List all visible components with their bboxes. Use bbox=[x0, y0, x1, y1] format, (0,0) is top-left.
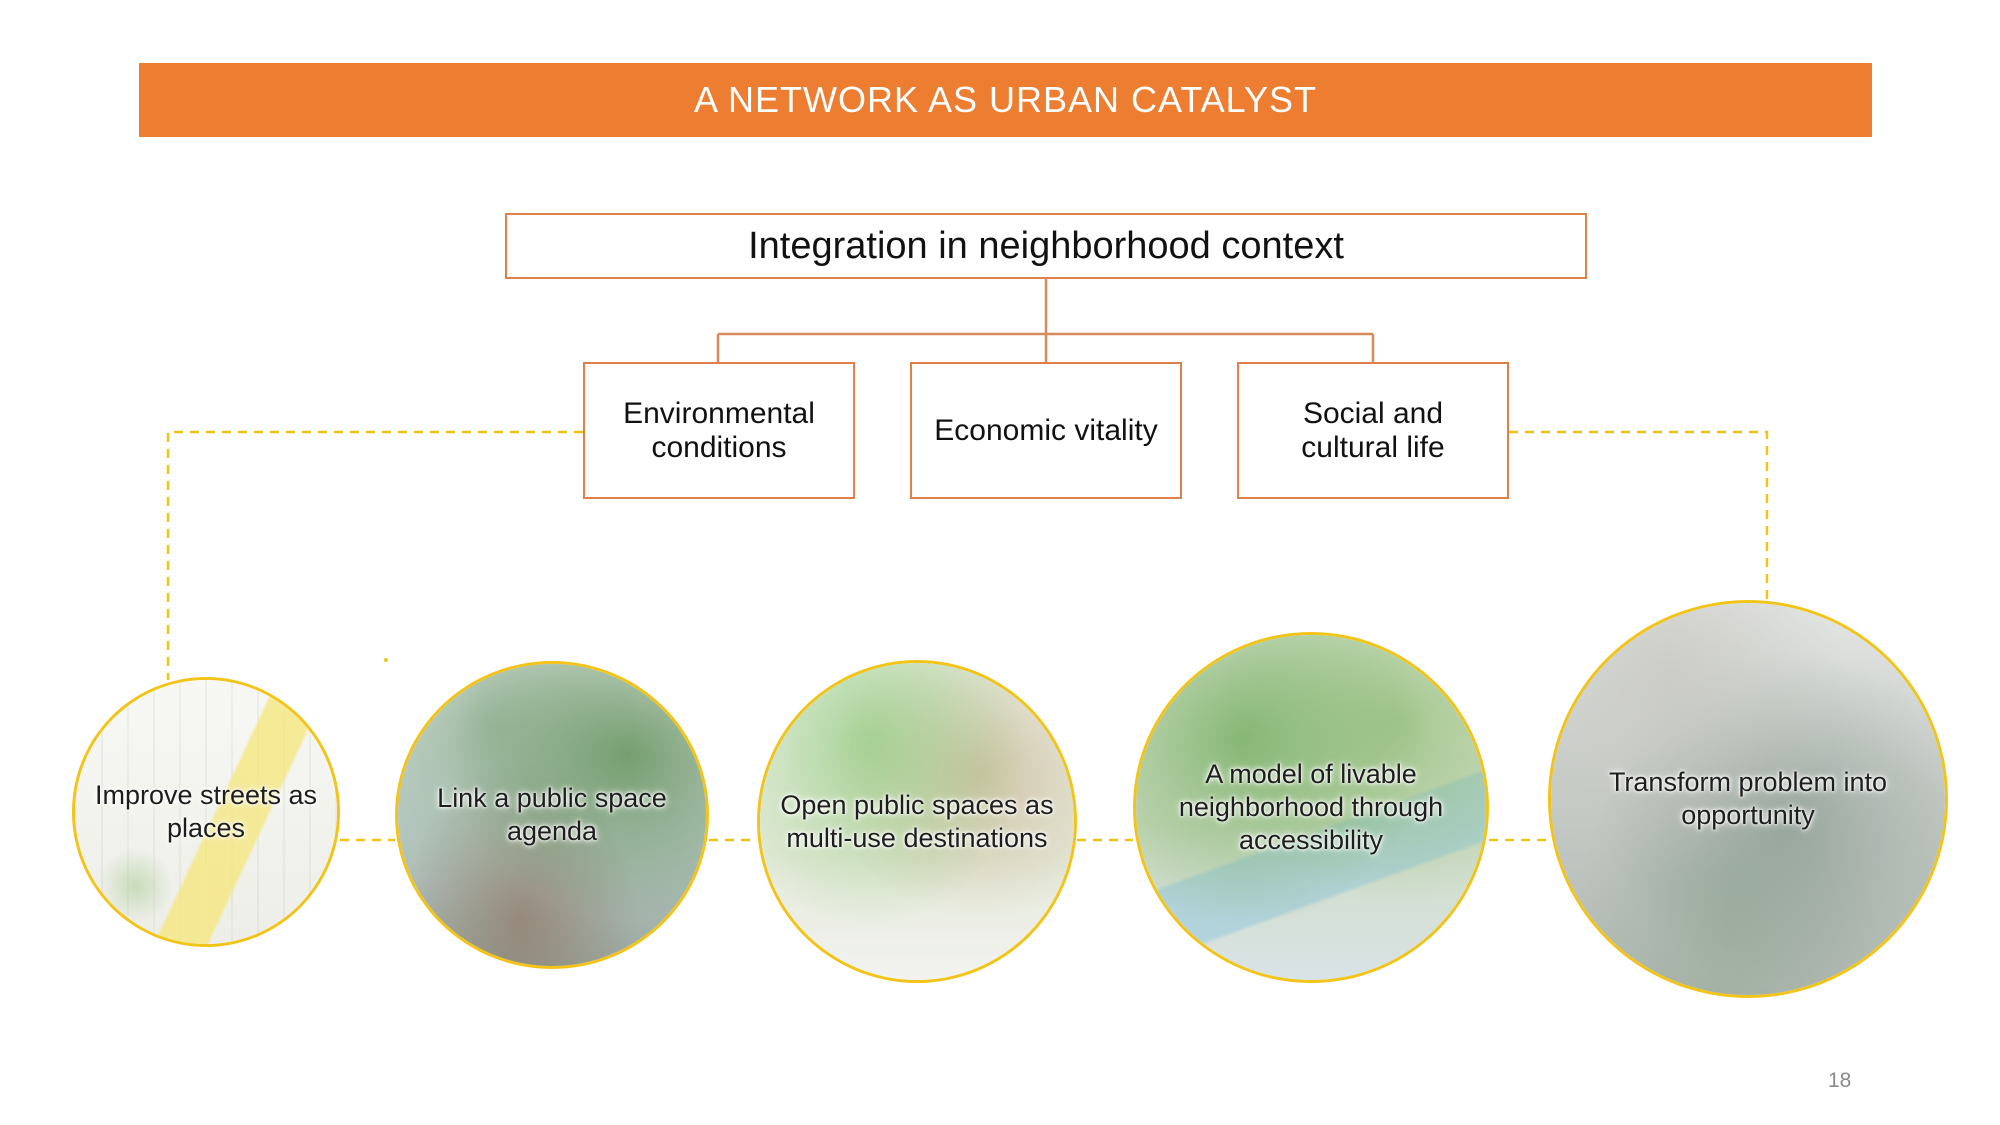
streets-illustration bbox=[75, 680, 337, 944]
strategy-circle-open-spaces: Open public spaces as multi-use destinat… bbox=[757, 660, 1077, 983]
strategy-circle-transform: Transform problem into opportunity bbox=[1548, 600, 1948, 998]
strategy-label: Open public spaces as multi-use destinat… bbox=[780, 789, 1054, 853]
pillar-environmental: Environmental conditions bbox=[583, 362, 855, 499]
slide-title: A NETWORK AS URBAN CATALYST bbox=[693, 79, 1318, 120]
strategy-label: A model of livable neighborhood through … bbox=[1178, 759, 1444, 855]
stray-dot bbox=[384, 658, 388, 662]
dashed-link-right bbox=[1509, 430, 1769, 602]
public-space-photo bbox=[398, 664, 706, 966]
root-box: Integration in neighborhood context bbox=[505, 213, 1587, 279]
cityscape-photo bbox=[1551, 603, 1945, 995]
dashed-link-left bbox=[166, 430, 583, 680]
pillar-label: Environmental conditions bbox=[623, 396, 815, 464]
strategy-circle-streets: Improve streets as places bbox=[72, 677, 340, 947]
strategy-label: Transform problem into opportunity bbox=[1608, 767, 1888, 830]
open-spaces-illustration bbox=[760, 663, 1074, 980]
strategy-label: Improve streets as places bbox=[94, 780, 318, 843]
strategy-circle-public-space: Link a public space agenda bbox=[395, 661, 709, 969]
pillar-label: Social and cultural life bbox=[1301, 396, 1445, 464]
pillar-label: Economic vitality bbox=[934, 413, 1158, 447]
title-banner: A NETWORK AS URBAN CATALYST bbox=[139, 63, 1872, 137]
pillar-social: Social and cultural life bbox=[1237, 362, 1509, 499]
root-label: Integration in neighborhood context bbox=[748, 224, 1344, 267]
page-number: 18 bbox=[1828, 1069, 1852, 1092]
strategy-label: Link a public space agenda bbox=[437, 783, 667, 846]
livable-neighborhood-illustration bbox=[1136, 635, 1486, 980]
strategy-circle-livable: A model of livable neighborhood through … bbox=[1133, 632, 1489, 983]
pillar-economic: Economic vitality bbox=[910, 362, 1182, 499]
